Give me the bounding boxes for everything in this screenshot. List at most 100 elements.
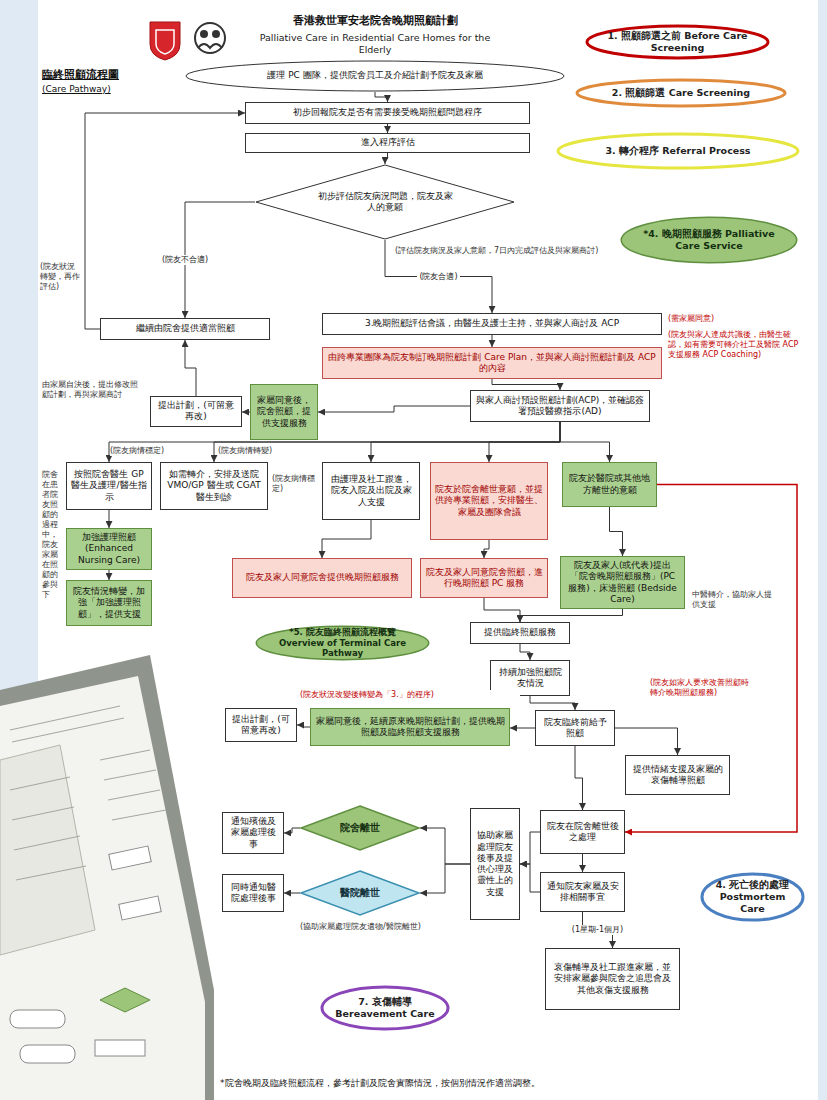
flow-arrow (520, 864, 540, 892)
edge-label: (院友不合適) (160, 255, 210, 265)
process-box: 家屬同意後，院舍照顧，提供支援服務 (250, 384, 318, 440)
node-text: 協助家屬處理院友後事及提供心理及靈性上的支援 (475, 830, 515, 898)
flow-arrow (387, 124, 388, 133)
note-label: (院友病情轉變) (218, 446, 280, 456)
flow-arrow (560, 422, 610, 462)
node-text: 家屬同意後，院舍照顧，提供支援服務 (255, 395, 313, 429)
note-label: (院友病情穩定) (272, 474, 318, 494)
flow-arrow (610, 507, 623, 556)
note-label: (評估院友病況及家人意願，7日內完成評估及與家屬商討) (395, 246, 615, 256)
node-text: 院友於醫院或其他地方離世的意願 (567, 473, 652, 496)
process-box: 由護理及社工跟進，院友入院及出院及家人支援 (322, 462, 420, 520)
node-text: 持續加強照顧院友情況 (495, 667, 565, 690)
note-label: (院友狀況轉變，再作評估) (40, 262, 80, 292)
process-box: 院友情況轉變，加強「加強護理照顧」，提供支援 (66, 580, 152, 626)
flow-arrow (284, 893, 300, 894)
process-box: 由跨專業團隊為院友制訂晚期照顧計劃 Care Plan，並與家人商討照顧計劃及 … (322, 347, 662, 379)
flow-arrow (520, 609, 623, 622)
flow-arrow (375, 92, 388, 102)
note-label: 臨終照顧流程圖 (42, 68, 152, 82)
oval-shape (256, 626, 429, 660)
process-box: 院友及家人同意院舍照顧，進行晚期照顧 PC 服務 (420, 558, 548, 598)
oval-node: 4. 死亡後的處理 Postmortem Care (700, 872, 805, 922)
note-label: 由家屬自決後，提出修改照顧計劃，再與家屬商討 (42, 380, 142, 400)
process-box: 按照院舍醫生 GP 醫生及護理/醫生指示 (66, 462, 152, 510)
node-text: 初步回報院友是否有需要接受晚期照顧問題程序 (293, 107, 482, 118)
node-text: *4. 晚期照顧服務 Palliative Care Service (638, 228, 780, 252)
node-text: 與家人商討預設照顧計劃(ACP)，並確認簽署預設醫療指示(AD) (475, 395, 645, 418)
flow-arrow (371, 422, 560, 462)
caption: *院舍晚期及臨終照顧流程，參考計劃及院舍實際情況，按個別情況作適當調整。 (220, 1078, 815, 1089)
node-text: 院友及家人同意院舍提供晚期照顧服務 (246, 572, 399, 583)
process-box: 加強護理照顧 (Enhanced Nursing Care) (66, 528, 152, 570)
node-text: 3. 轉介程序 Referral Process (605, 145, 750, 157)
oval-shape (558, 134, 798, 168)
process-box: 進入程序評估 (245, 133, 530, 153)
diamond-shape (301, 871, 419, 915)
process-box: 與家人商討預設照顧計劃(ACP)，並確認簽署預設醫療指示(AD) (470, 390, 650, 422)
process-box: 3.晚期照顧評估會議，由醫生及護士主持，並與家人商討及 ACP (322, 313, 662, 335)
process-box: 繼續由院舍提供適當照顧 (100, 318, 270, 340)
flow-arrow (492, 335, 493, 347)
oval-node: 7. 哀傷輔導 Bereavement Care (320, 985, 450, 1031)
oval-shape (702, 874, 803, 920)
subtitle: Palliative Care in Residential Care Home… (250, 32, 500, 56)
decision-diamond: 初步評估院友病況問題，院友及家人的意願 (255, 164, 515, 240)
node-text: 由跨專業團隊為院友制訂晚期照顧計劃 Care Plan，並與家人商討照顧計劃及 … (327, 352, 657, 375)
node-text: 院友情況轉變，加強「加強護理照顧」，提供支援 (71, 586, 147, 620)
node-text: 家屬同意後，延續原來晚期照顧計劃，提供晚期照顧及臨終照顧支援服務 (315, 716, 505, 739)
flow-arrow (284, 828, 300, 833)
node-text: 1. 照顧篩選之前 Before Care Screening (604, 30, 752, 54)
process-box: 提供情緒支援及家屬的哀傷輔導照顧 (625, 755, 730, 795)
node-text: 提出計劃，(可留意再改) (155, 400, 237, 423)
node-text: 2. 照顧篩選 Care Screening (612, 87, 750, 99)
flow-arrow (530, 696, 575, 710)
flow-arrow (297, 725, 310, 727)
salvation-army-logo (150, 22, 180, 60)
process-box: 初步回報院友是否有需要接受晚期照顧問題程序 (245, 102, 530, 124)
oval-shape (621, 217, 797, 263)
process-box: 提供臨終照顧服務 (470, 622, 570, 644)
note-label: (院友與家人達成共識後，由醫生確認，如有需要可轉介社工及醫院 ACP 支援服務 … (668, 330, 803, 360)
node-text: 院舍離世 (340, 822, 380, 834)
note-label: (需家屬同意) (668, 314, 798, 324)
node-text: 通知院友家屬及安排相關事宜 (545, 881, 620, 904)
edge-label: (院友合適) (417, 272, 459, 282)
node-text: 進入程序評估 (361, 137, 415, 148)
node-text: 院友及家人同意院舍照顧，進行晚期照顧 PC 服務 (425, 567, 543, 590)
node-text: 同時通知醫院處理後事 (227, 882, 279, 905)
flow-arrow (582, 854, 583, 872)
process-box: 院友及家人(或代表)提出「院舍晚期照顧服務」(PC 服務)，床邊照顧 (Beds… (560, 556, 685, 609)
node-text: 通知殯儀及家屬處理後事 (227, 816, 279, 850)
process-box: 同時通知醫院處理後事 (222, 874, 284, 912)
node-text: 院友及家人(或代表)提出「院舍晚期照顧服務」(PC 服務)，床邊照顧 (Beds… (565, 560, 680, 605)
note-label: (院友病情穩定) (110, 446, 172, 456)
process-box: 院友於醫院或其他地方離世的意願 (562, 462, 657, 507)
flow-arrow (420, 828, 470, 864)
flow-arrow (520, 644, 530, 660)
node-text: 院友在院舍離世後之處理 (545, 821, 620, 844)
flow-arrow (385, 153, 388, 164)
process-box: 家屬同意後，延續原來晚期照顧計劃，提供晚期照顧及臨終照顧支援服務 (310, 708, 510, 746)
document-photo (0, 655, 214, 1100)
edge-label: (1星期-1個月) (570, 925, 625, 935)
diagram-title: 香港救世軍安老院舍晚期照顧計劃 (250, 14, 500, 28)
process-box: 院友及家人同意院舍提供晚期照顧服務 (232, 558, 412, 598)
node-text: 醫院離世 (340, 887, 380, 899)
flow-arrow (484, 598, 520, 622)
diamond-shape (256, 165, 514, 239)
flow-arrow (318, 406, 470, 412)
flow-arrow (625, 485, 797, 833)
process-box: 院友在院舍離世後之處理 (540, 810, 625, 854)
flow-arrow (492, 379, 560, 390)
oval-shape (186, 61, 564, 91)
note-label: 院舍在患者院友照顧的過程中，院友家屬在照顧的參與下 (42, 470, 62, 600)
programme-logo (195, 23, 225, 53)
process-box: 院友於院舍離世意願，並提供跨專業照顧，安排醫生、家屬及團隊會議 (430, 462, 548, 540)
note-label: 中醫轉介，協助家人提供支援 (692, 590, 772, 610)
decision-diamond: 醫院離世 (300, 870, 420, 916)
process-box: 哀傷輔導及社工跟進家屬，並安排家屬參與院舍之追思會及其他哀傷支援服務 (545, 948, 680, 1010)
diamond-shape (301, 806, 419, 850)
node-text: 提供臨終照顧服務 (484, 627, 556, 638)
node-text: 提供情緒支援及家屬的哀傷輔導照顧 (630, 764, 725, 787)
